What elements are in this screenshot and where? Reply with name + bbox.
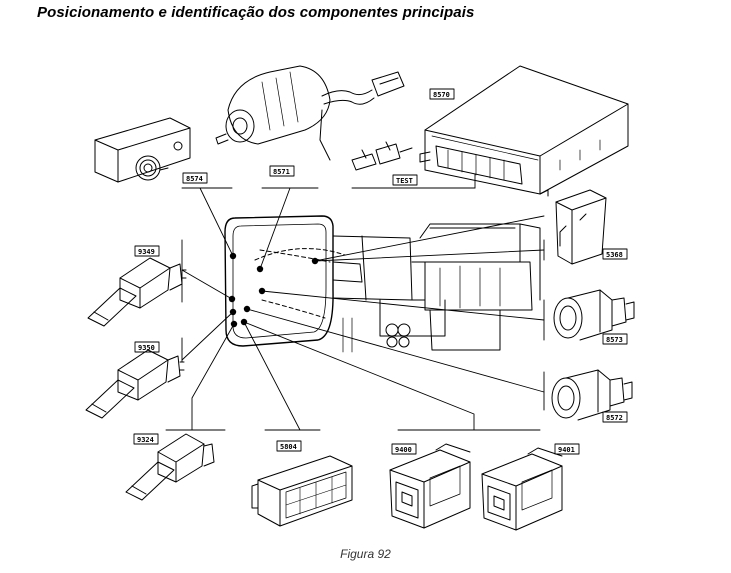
label-9324: 9324	[133, 433, 159, 445]
component-9324-drawing	[125, 433, 215, 501]
component-9401-drawing	[481, 447, 563, 531]
label-test-text: TEST	[396, 177, 413, 185]
label-9401: 9401	[554, 443, 580, 455]
label-8572: 8572	[602, 411, 628, 423]
label-8571: 8571	[269, 165, 295, 177]
component-8572-drawing	[551, 369, 633, 421]
label-8573-text: 8573	[606, 336, 623, 344]
label-8570: 8570	[429, 88, 455, 100]
figure-caption: Figura 92	[340, 547, 391, 561]
component-test-connector-drawing	[351, 141, 413, 171]
component-8574-drawing	[94, 117, 191, 183]
component-9350-drawing	[85, 349, 185, 419]
component-5804-drawing	[251, 455, 353, 527]
label-5368-text: 5368	[606, 251, 623, 259]
label-9400-text: 9400	[395, 446, 412, 454]
label-test: TEST	[392, 174, 418, 186]
label-8573: 8573	[602, 333, 628, 345]
label-8574: 8574	[182, 172, 208, 184]
label-5804-text: 5804	[280, 443, 297, 451]
label-8572-text: 8572	[606, 414, 623, 422]
connection-points	[228, 252, 319, 328]
label-8571-text: 8571	[273, 168, 290, 176]
component-9349-drawing	[87, 257, 187, 327]
label-9350: 9350	[134, 341, 160, 353]
label-9401-text: 9401	[558, 446, 575, 454]
label-9350-text: 9350	[138, 344, 155, 352]
label-8574-text: 8574	[186, 175, 203, 183]
component-8573-drawing	[553, 289, 635, 341]
component-5368-drawing	[555, 189, 607, 265]
label-9400: 9400	[391, 443, 417, 455]
component-9400-drawing	[389, 443, 471, 529]
component-8570-drawing	[419, 65, 629, 197]
component-8571-drawing	[215, 65, 405, 161]
leader-lines	[165, 173, 545, 431]
label-9324-text: 9324	[137, 436, 154, 444]
label-9349-text: 9349	[138, 248, 155, 256]
vehicle-chassis-outline	[224, 215, 541, 353]
label-9349: 9349	[134, 245, 160, 257]
label-5368: 5368	[602, 248, 628, 260]
label-5804: 5804	[276, 440, 302, 452]
label-8570-text: 8570	[433, 91, 450, 99]
page-title: Posicionamento e identificação dos compo…	[37, 4, 475, 21]
